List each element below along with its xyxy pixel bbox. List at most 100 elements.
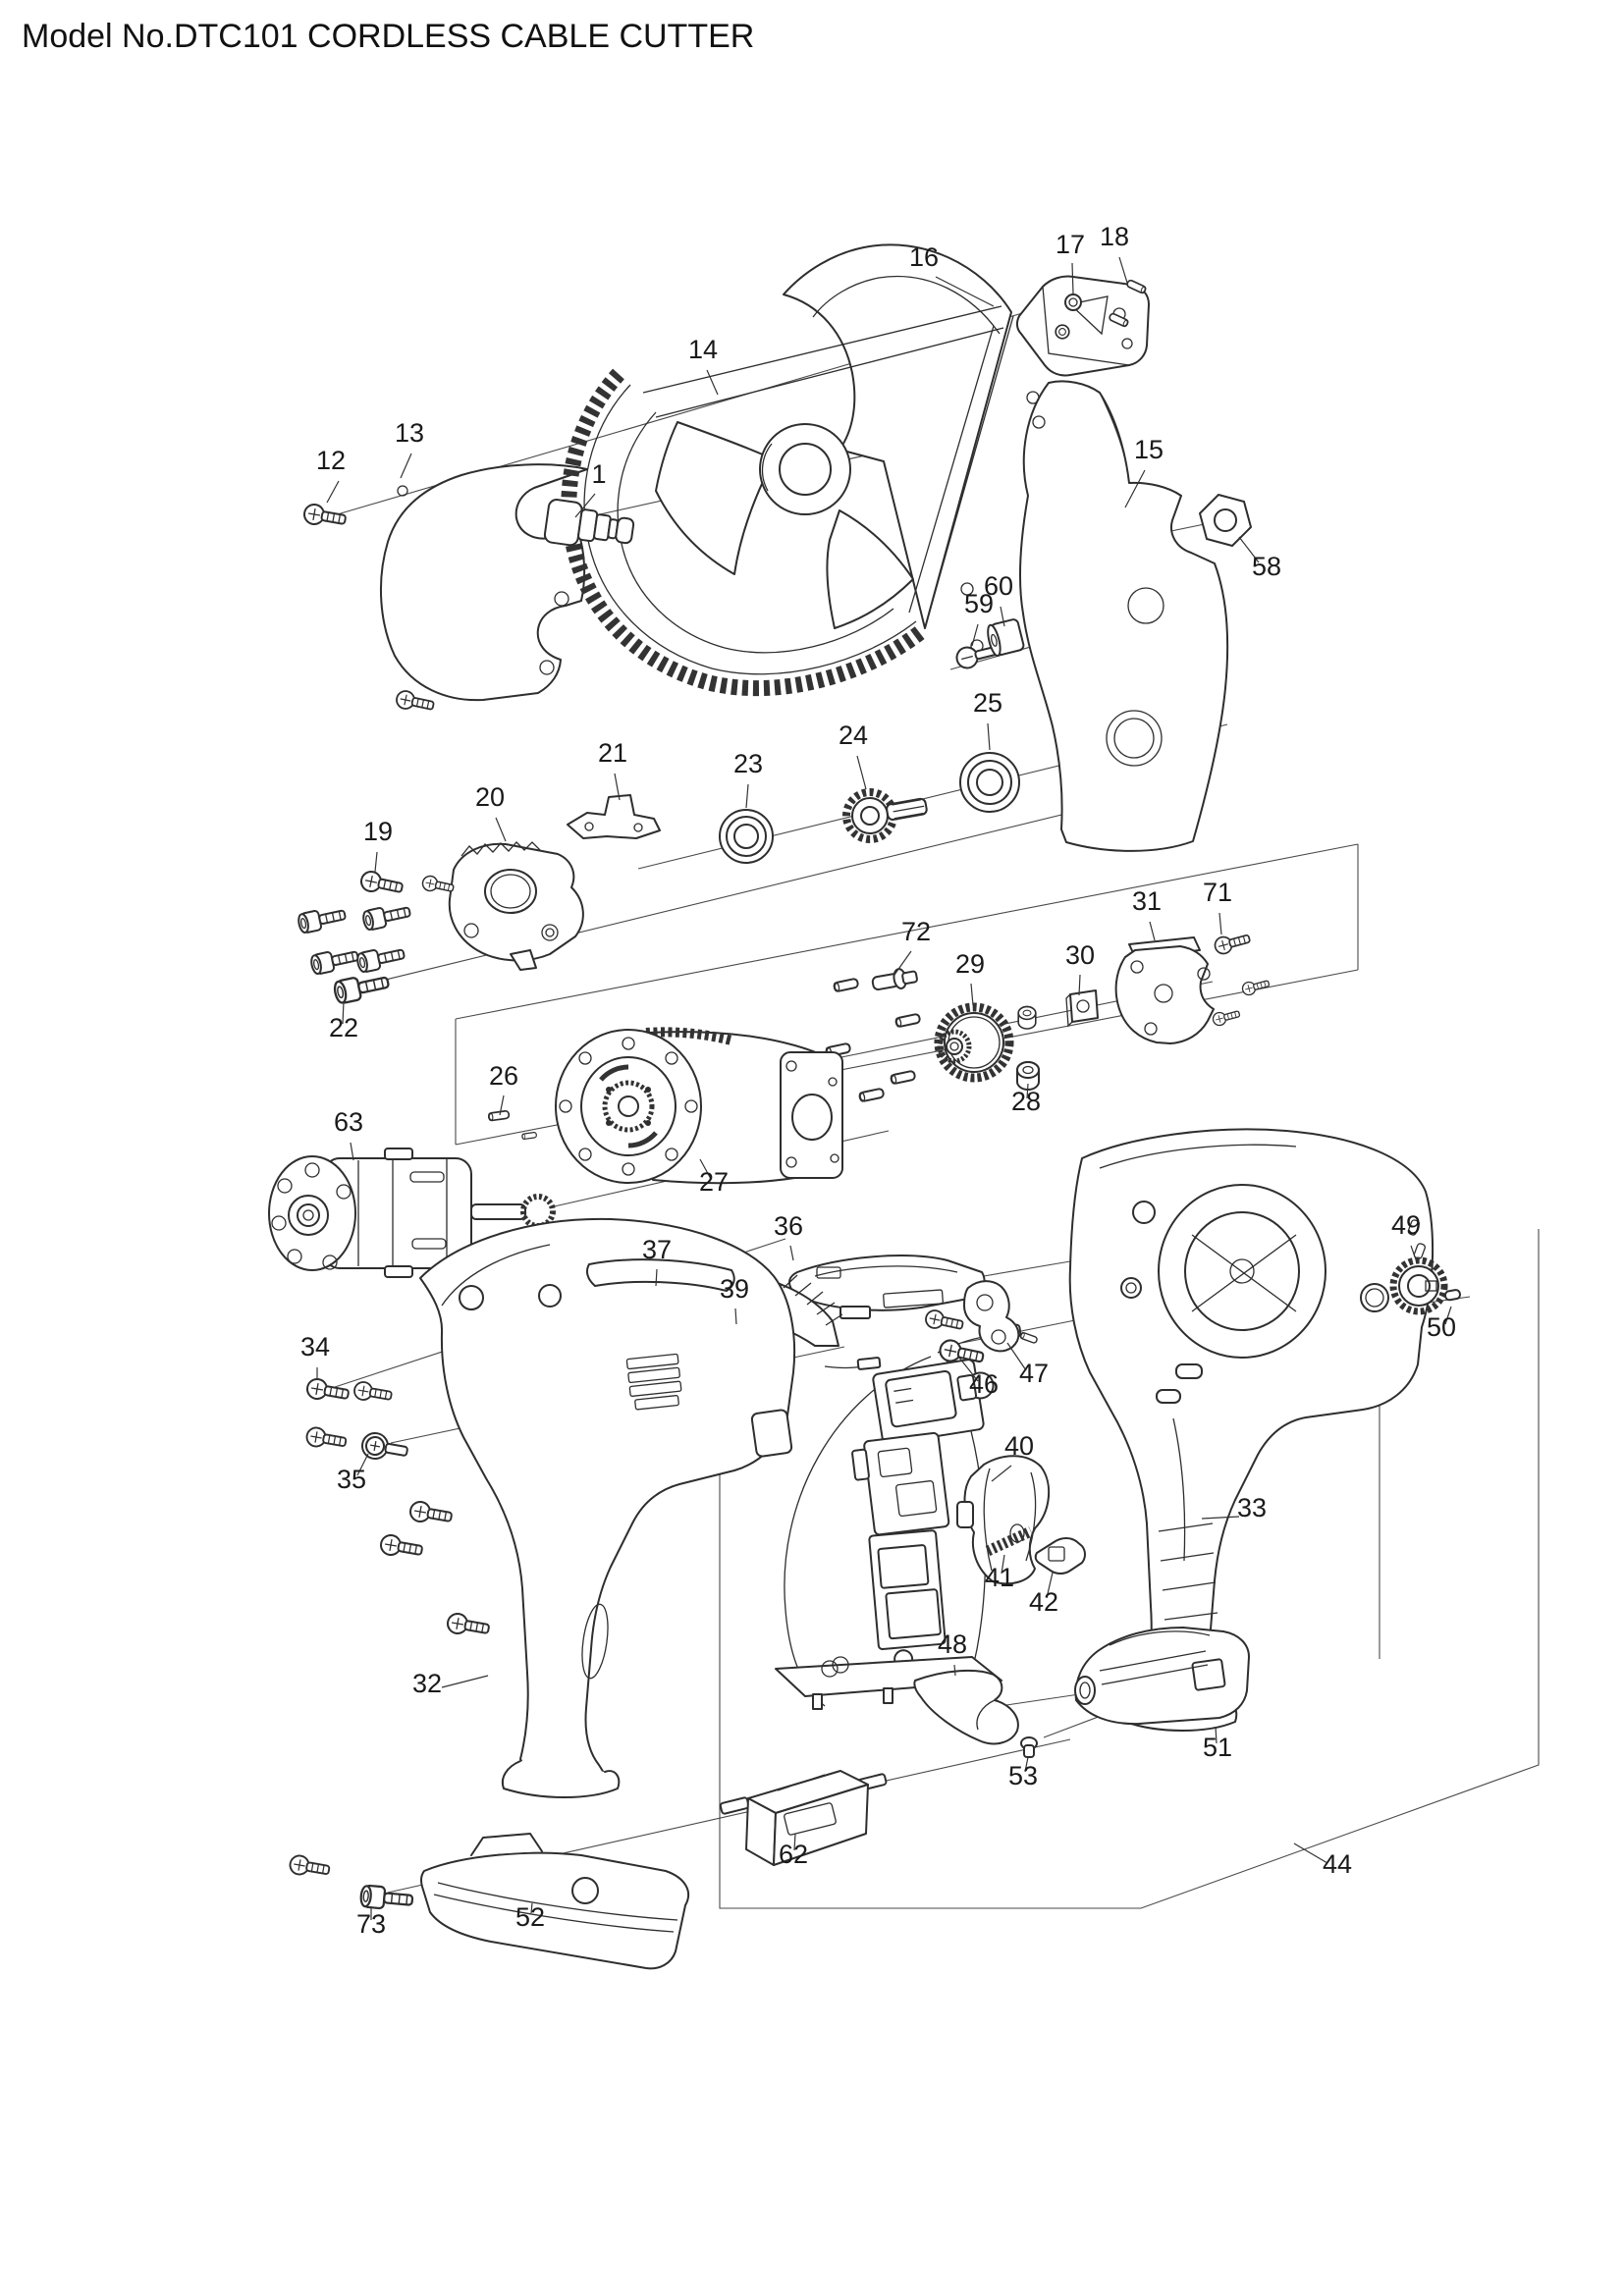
part-14-sector-gear-blade: [561, 243, 1014, 697]
part-label-36: 36: [774, 1211, 803, 1241]
part-24-pinion-gear: [842, 788, 928, 843]
part-label-59: 59: [964, 589, 994, 618]
part-label-46: 46: [969, 1369, 999, 1399]
part-label-30: 30: [1065, 940, 1095, 970]
part-21-lock-plate: [567, 794, 661, 839]
part-label-1: 1: [591, 459, 606, 489]
part-12-screw: [301, 502, 349, 531]
leader-line-24: [856, 755, 867, 790]
part-19-screw: [358, 869, 406, 899]
part-label-31: 31: [1132, 886, 1162, 916]
part-28-bushing: [1016, 1061, 1040, 1091]
part-72-flanged-pin: [871, 968, 918, 991]
part-label-28: 28: [1011, 1087, 1041, 1116]
pin-47b: [1018, 1331, 1039, 1345]
part-label-13: 13: [395, 418, 424, 448]
part-label-51: 51: [1203, 1733, 1232, 1762]
part-label-39: 39: [720, 1274, 749, 1304]
leader-line-27: [699, 1158, 712, 1180]
part-42-lock-button: [1034, 1537, 1086, 1575]
screw-cl-2: [378, 1532, 425, 1562]
part-30-square-plate: [1065, 989, 1099, 1028]
screw-52a: [288, 1853, 332, 1881]
part-label-72: 72: [901, 917, 931, 946]
part-25-ball-bearing: [959, 752, 1020, 813]
pin-d: [857, 1087, 886, 1103]
screw-35a: [304, 1425, 349, 1453]
part-label-20: 20: [475, 782, 505, 812]
screw-cl-3: [445, 1611, 492, 1640]
leader-line-31: [1149, 921, 1156, 941]
part-49-knurled-knob: [1389, 1256, 1448, 1315]
leader-line-51: [1215, 1726, 1218, 1744]
leader-line-41: [1001, 1554, 1005, 1575]
leader-line-44: [1293, 1842, 1328, 1864]
callout-leader-lines: [316, 256, 1452, 1920]
part-31-mount-bracket: [1114, 936, 1215, 1044]
part-71-screw: [1212, 929, 1253, 957]
leader-line-32: [441, 1675, 489, 1688]
part-label-48: 48: [938, 1629, 967, 1659]
leader-line-49: [1410, 1245, 1418, 1263]
part-label-50: 50: [1427, 1312, 1456, 1342]
leader-line-48: [953, 1664, 956, 1677]
part-label-35: 35: [337, 1465, 366, 1494]
screw-46b: [923, 1308, 965, 1335]
part-53-pin: [1020, 1736, 1038, 1758]
page-title: Model No.DTC101 CORDLESS CABLE CUTTER: [22, 18, 755, 55]
leader-line-30: [1078, 974, 1081, 996]
leader-line-63: [350, 1142, 354, 1161]
bolt-cluster-d: [354, 942, 407, 975]
part-16-cover-block: [1015, 275, 1150, 377]
leader-line-1: [574, 493, 596, 518]
part-label-62: 62: [779, 1840, 808, 1869]
part-label-16: 16: [909, 242, 939, 272]
leader-line-36: [789, 1245, 794, 1261]
pin-e: [889, 1069, 917, 1086]
pin-b: [893, 1012, 922, 1029]
part-50-pin: [1443, 1289, 1462, 1302]
leader-line-23: [745, 783, 749, 809]
leader-line-26: [499, 1095, 505, 1116]
part-63-motor: [268, 1148, 556, 1278]
leader-line-53: [1024, 1756, 1029, 1773]
leader-line-42: [1046, 1572, 1054, 1599]
part-label-53: 53: [1008, 1761, 1038, 1790]
part-label-73: 73: [356, 1909, 386, 1939]
leader-line-33: [1201, 1516, 1240, 1520]
part-label-44: 44: [1323, 1849, 1352, 1879]
part-23-ball-bearing: [719, 809, 774, 864]
leader-line-37: [655, 1268, 658, 1287]
leader-line-19: [374, 851, 378, 873]
part-label-12: 12: [316, 446, 346, 475]
part-label-71: 71: [1203, 878, 1232, 907]
part-label-24: 24: [839, 721, 868, 750]
leader-line-59: [971, 623, 979, 647]
leader-line-17: [1071, 262, 1074, 294]
part-label-63: 63: [334, 1107, 363, 1137]
pin-a: [832, 977, 860, 993]
leader-line-22: [342, 1000, 345, 1025]
ring-washer: [1360, 1283, 1389, 1312]
leader-line-62: [793, 1833, 796, 1851]
leader-line-25: [987, 722, 991, 751]
part-label-14: 14: [688, 335, 718, 364]
part-15-fixed-blade: [1019, 380, 1229, 852]
leader-line-14: [706, 369, 719, 396]
gear-train-boundary-box: [455, 843, 1359, 1146]
part-label-23: 23: [733, 749, 763, 778]
leader-line-52: [530, 1902, 533, 1914]
part-label-52: 52: [515, 1902, 545, 1932]
part-label-17: 17: [1056, 230, 1085, 259]
part-52-base-cover: [419, 1833, 690, 1970]
leader-line-71: [1218, 912, 1222, 935]
leader-line-20: [495, 817, 507, 842]
bolt-cluster-b: [360, 900, 413, 933]
part-label-29: 29: [955, 949, 985, 979]
leader-line-39: [734, 1308, 737, 1325]
leader-line-60: [1000, 606, 1005, 627]
part-label-33: 33: [1237, 1493, 1267, 1522]
leader-line-13: [400, 453, 412, 479]
